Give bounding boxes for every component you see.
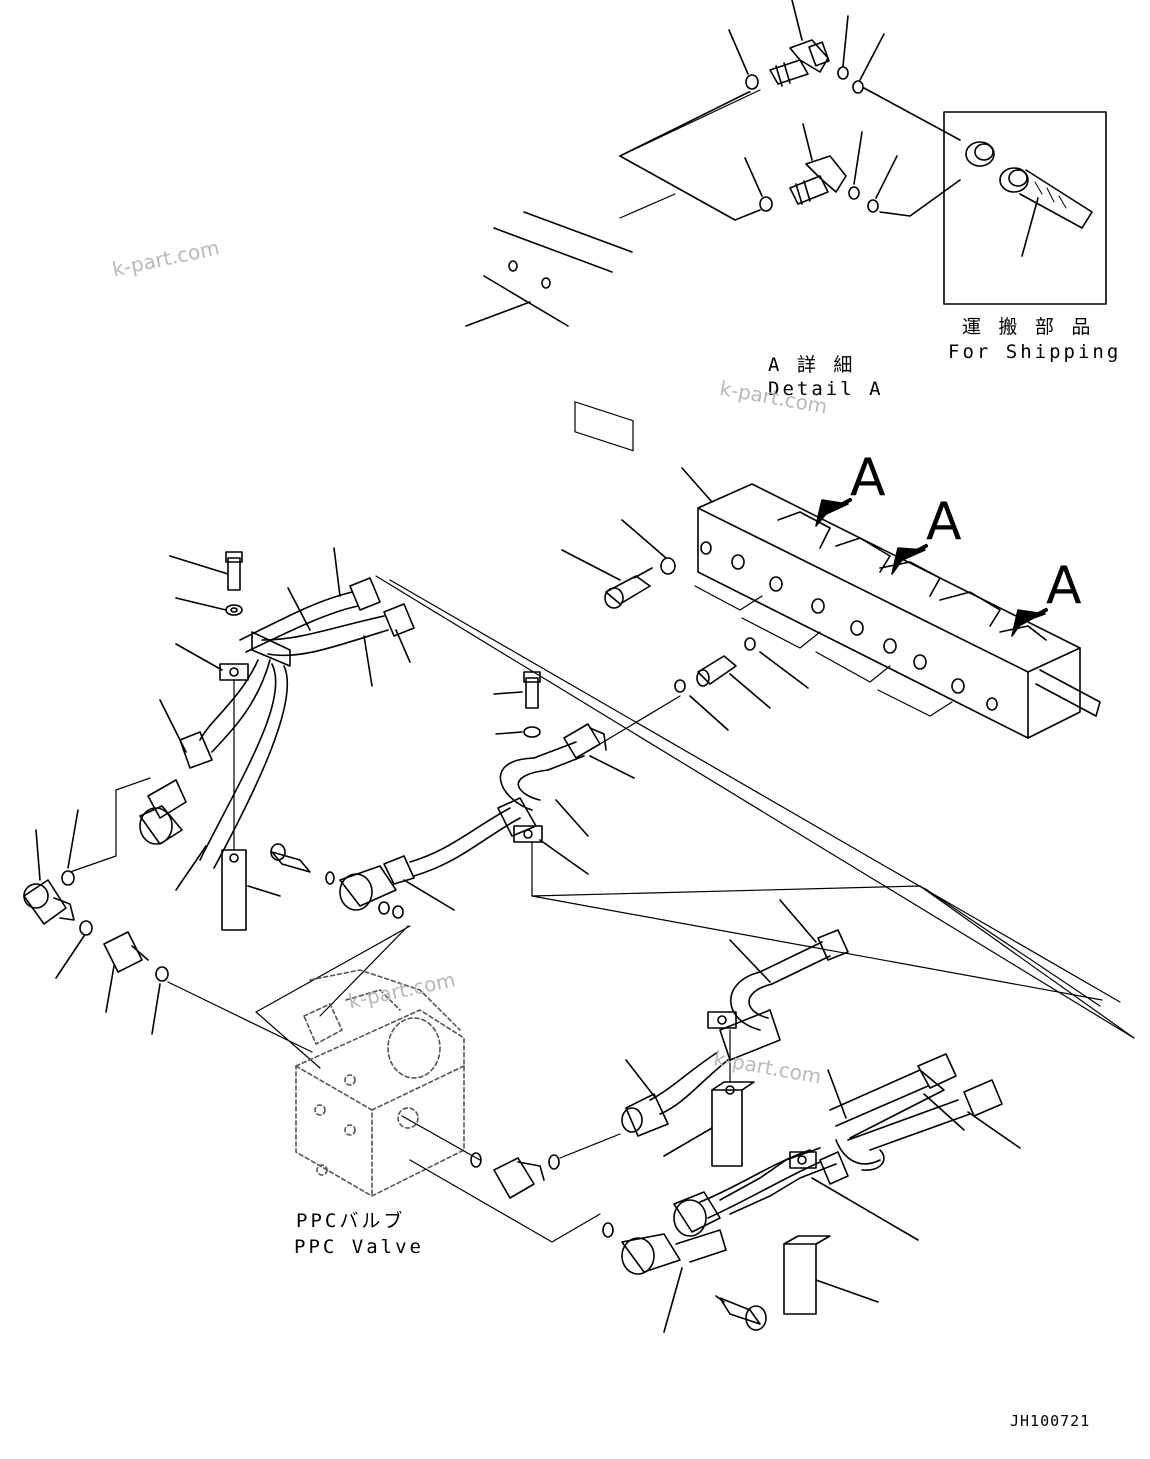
elbow-fitting-upper <box>769 39 830 87</box>
leader-lines <box>255 575 1135 1069</box>
elbow-fitting-lower <box>789 155 847 205</box>
o-ring <box>867 199 879 213</box>
ppc-valve-label-en: PPC Valve <box>294 1236 424 1258</box>
manifold-block <box>561 467 1101 739</box>
detail-marker-a-1: A <box>850 448 886 508</box>
detail-marker-a-3: A <box>1046 556 1082 616</box>
left-hose-assembly <box>23 547 415 1053</box>
detail-marker-a-2: A <box>926 492 962 552</box>
drawing-code: JH100721 <box>1010 1412 1091 1430</box>
shipping-label-jp: 運 搬 部 品 <box>962 316 1094 338</box>
detail-a-title-jp: A 詳 細 <box>768 354 856 376</box>
shipping-part <box>965 141 1093 257</box>
o-ring <box>837 66 849 80</box>
shipping-label-en: For Shipping <box>948 341 1122 363</box>
for-shipping-box <box>943 111 1107 305</box>
ppc-valve-drawing <box>295 969 465 1197</box>
center-hose-assembly <box>270 671 681 919</box>
detail-a-drawing <box>465 0 1107 452</box>
o-ring <box>759 196 773 212</box>
ppc-valve-label-jp: PPCバルブ <box>296 1210 406 1232</box>
o-ring <box>745 74 759 90</box>
o-ring <box>848 186 860 200</box>
right-hose-assembly <box>621 899 1021 1333</box>
detail-a-title-en: Detail A <box>768 378 884 400</box>
o-ring <box>852 80 864 94</box>
